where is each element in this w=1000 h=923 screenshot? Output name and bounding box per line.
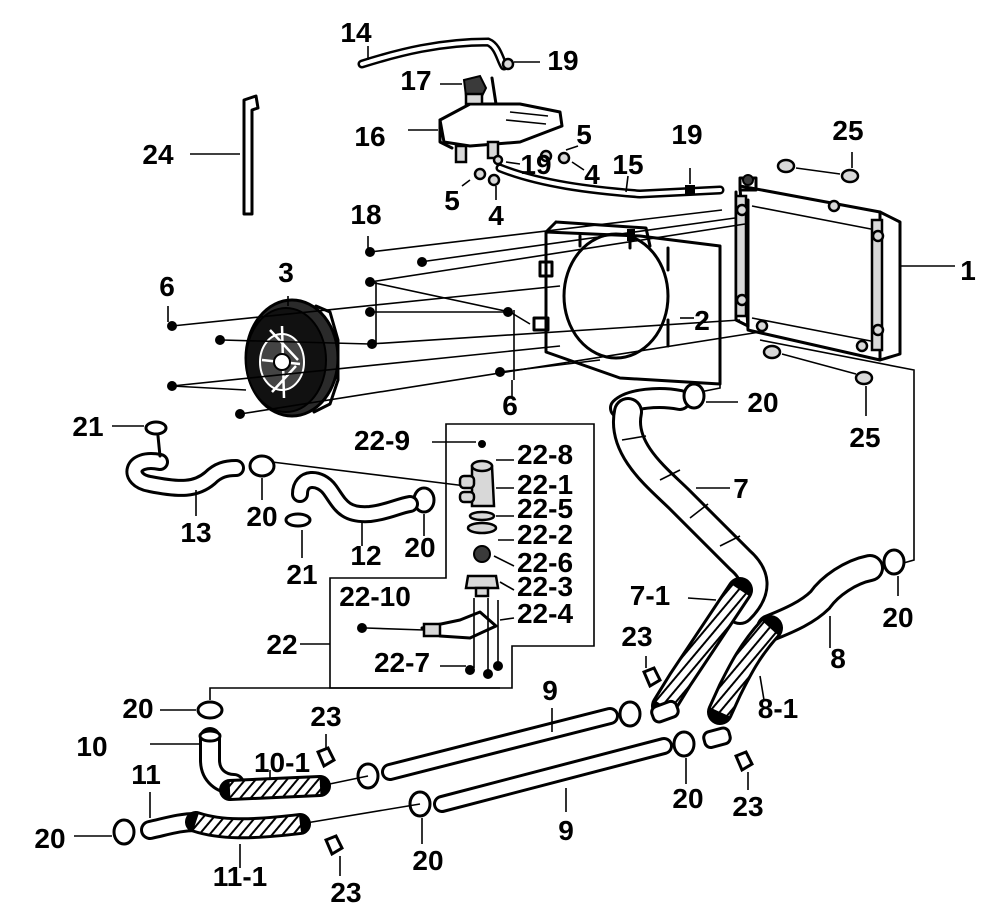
reservoir-bolts — [461, 145, 585, 200]
callout-6: 6 — [502, 390, 518, 421]
callout-20: 20 — [246, 501, 277, 532]
callout-22-1: 22-1 — [517, 469, 573, 500]
callout-4: 4 — [584, 159, 600, 190]
callout-4: 4 — [488, 200, 504, 231]
callout-20: 20 — [404, 532, 435, 563]
callout-9: 9 — [558, 815, 574, 846]
lower-radiator-hose — [702, 554, 884, 749]
callout-18: 18 — [350, 199, 381, 230]
callout-20: 20 — [412, 845, 443, 876]
callout-7: 7 — [733, 473, 749, 504]
callout-22: 22 — [266, 629, 297, 660]
coolant-reservoir — [408, 102, 564, 164]
callout-22-6: 22-6 — [517, 547, 573, 578]
callout-25: 25 — [849, 422, 880, 453]
callout-13: 13 — [180, 517, 211, 548]
upper-radiator-hose — [609, 387, 769, 625]
callout-11: 11 — [131, 759, 161, 790]
callout-22-2: 22-2 — [517, 519, 573, 550]
callout-2: 2 — [694, 305, 710, 336]
callout-23: 23 — [330, 877, 361, 908]
callout-17: 17 — [400, 65, 431, 96]
callout-12: 12 — [350, 540, 381, 571]
callout-25: 25 — [832, 115, 863, 146]
connector-lines — [271, 461, 467, 487]
callout-23: 23 — [621, 621, 652, 652]
inlet-pipe-corrugated — [185, 811, 311, 868]
callout-1: 1 — [960, 255, 976, 286]
callout-22-3: 22-3 — [517, 571, 573, 602]
reservoir-cap — [440, 74, 488, 106]
hose-clamps — [74, 382, 906, 846]
callout-9: 9 — [542, 675, 558, 706]
overflow-tube — [357, 37, 540, 106]
callout-22-9: 22-9 — [354, 425, 410, 456]
callout-5: 5 — [444, 185, 460, 216]
callout-8: 8 — [830, 643, 846, 674]
callout-24: 24 — [142, 139, 174, 170]
bypass-hose — [125, 452, 245, 516]
thermostat-assembly — [300, 423, 595, 689]
callout-20: 20 — [882, 602, 913, 633]
coolant-tubes — [299, 707, 673, 825]
callout-22-7: 22-7 — [374, 647, 430, 678]
small-clamp-21a — [112, 420, 168, 458]
pipe-routing-lines — [699, 246, 915, 565]
callout-10: 10 — [76, 731, 107, 762]
callout-21: 21 — [286, 559, 317, 590]
spring-clips — [316, 656, 754, 876]
callout-22-8: 22-8 — [517, 439, 573, 470]
callout-6: 6 — [159, 271, 175, 302]
callout-20: 20 — [672, 783, 703, 814]
callout-20: 20 — [34, 823, 65, 854]
callout-23: 23 — [732, 791, 763, 822]
callout-11-1: 11-1 — [213, 861, 268, 892]
reservoir-hose — [495, 163, 725, 199]
callout-19: 19 — [671, 119, 702, 150]
mounting-bolt-lines — [167, 209, 761, 419]
rubber-mounts — [762, 152, 874, 416]
callout-8-1: 8-1 — [758, 693, 798, 724]
callout-22-10: 22-10 — [339, 581, 411, 612]
callout-5: 5 — [576, 119, 592, 150]
callout-19: 19 — [547, 45, 578, 76]
callout-22-4: 22-4 — [517, 598, 573, 629]
callout-14: 14 — [340, 17, 372, 48]
outlet-pipe-corrugated — [219, 770, 331, 801]
callout-15: 15 — [612, 149, 643, 180]
upper-radiator-hose-corrugated — [650, 577, 753, 724]
callout-21: 21 — [72, 411, 103, 442]
radiator — [734, 174, 955, 362]
callout-20: 20 — [747, 387, 778, 418]
callout-7-1: 7-1 — [630, 580, 670, 611]
small-clamp-21b — [284, 512, 312, 558]
callout-19: 19 — [520, 149, 551, 180]
cooling-fan — [244, 296, 340, 418]
callout-20: 20 — [122, 693, 153, 724]
fan-shroud — [532, 220, 722, 386]
callout-23: 23 — [310, 701, 341, 732]
heater-hose — [291, 471, 419, 546]
callout-16: 16 — [354, 121, 385, 152]
callout-10-1: 10-1 — [254, 747, 310, 778]
callout-22-5: 22-5 — [517, 493, 573, 524]
cable-tie — [190, 94, 260, 216]
callout-3: 3 — [278, 257, 294, 288]
